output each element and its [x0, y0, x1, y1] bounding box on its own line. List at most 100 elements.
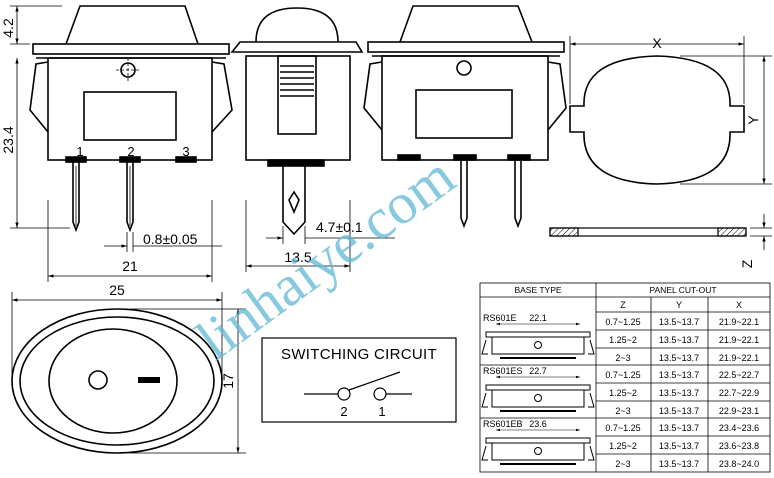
circuit-title: SWITCHING CIRCUIT	[281, 346, 437, 363]
side-terminal	[282, 166, 306, 236]
table-cell-z: 2~3	[615, 353, 630, 363]
panel-section	[549, 214, 772, 250]
rear-view	[363, 5, 567, 229]
dim-bezel-width: 25	[109, 282, 125, 298]
table-cell-z: 1.25~2	[609, 441, 637, 451]
side-view	[230, 7, 364, 236]
side-dimensions	[245, 200, 395, 272]
table-cell-y: 13.5~13.7	[659, 423, 699, 433]
table-cell-z: 2~3	[615, 406, 630, 416]
table-cell-y: 13.5~13.7	[659, 388, 699, 398]
front-view	[29, 5, 233, 233]
table-cell-z: 0.7~1.25	[605, 317, 640, 327]
bezel-dot	[88, 370, 108, 390]
table-group-width: 23.6	[529, 419, 547, 429]
base-latch	[481, 445, 488, 461]
table-col-y: Y	[676, 300, 682, 310]
table-cell-y: 13.5~13.7	[659, 335, 699, 345]
table-group-name: RS601ES	[483, 366, 523, 376]
circuit-pin-left: 2	[340, 404, 347, 419]
dim-body-width: 21	[122, 258, 138, 274]
table-header-base: BASE TYPE	[514, 285, 561, 295]
pin-2	[126, 162, 134, 233]
bezel-outer	[11, 308, 223, 454]
base-hole	[534, 341, 542, 349]
side-dome	[255, 7, 339, 43]
table-cell-y: 13.5~13.7	[659, 459, 699, 469]
dim-bezel-height: 17	[220, 373, 236, 389]
base-drawings	[481, 322, 595, 465]
base-hole	[534, 394, 542, 402]
table-group-name: RS601EB	[483, 419, 523, 429]
dim-cutout-y: Y	[745, 115, 761, 125]
table-cells: RS601E 22.1 0.7~1.25 13.5~13.7 21.9~22.1 1.25…	[483, 313, 759, 469]
table-cell-y: 13.5~13.7	[659, 441, 699, 451]
table-cell-x: 21.9~22.1	[719, 335, 759, 345]
table-group-name: RS601E	[483, 313, 517, 323]
table-header-panel: PANEL CUT-OUT	[649, 285, 716, 295]
base-latch	[588, 392, 595, 408]
front-window	[83, 91, 177, 141]
table-cell-x: 22.9~23.1	[719, 406, 759, 416]
front-dimensions	[10, 5, 222, 282]
table-group-width: 22.1	[529, 313, 547, 323]
table-cell-y: 13.5~13.7	[659, 353, 699, 363]
table-cell-z: 0.7~1.25	[605, 370, 640, 380]
table-cell-y: 13.5~13.7	[659, 406, 699, 416]
table-col-x: X	[736, 300, 742, 310]
front-flange	[32, 43, 230, 55]
cutout-shape	[569, 55, 745, 185]
bezel-bar	[138, 377, 160, 383]
table-col-z: Z	[620, 300, 626, 310]
base-hole	[534, 447, 542, 455]
dim-cutout-x: X	[652, 35, 662, 51]
base-flange	[485, 437, 591, 444]
table-cell-x: 22.5~22.7	[719, 370, 759, 380]
base-latch	[588, 339, 595, 355]
table-cell-x: 21.9~22.1	[719, 353, 759, 363]
pin-label-2: 2	[127, 144, 134, 159]
table-cell-z: 1.25~2	[609, 388, 637, 398]
rocker-cap	[65, 5, 199, 45]
cutout-view	[569, 55, 745, 185]
latch-right	[211, 61, 233, 133]
bezel-rocker	[48, 328, 178, 434]
dim-pin-width: 0.8±0.05	[143, 231, 198, 247]
dim-height-body: 23.4	[0, 126, 16, 153]
table-cell-z: 0.7~1.25	[605, 423, 640, 433]
base-flange	[485, 384, 591, 391]
dim-height-top: 4.2	[0, 18, 16, 38]
table-cell-x: 22.7~22.9	[719, 388, 759, 398]
circuit-box	[261, 337, 457, 423]
bezel-view	[11, 308, 223, 454]
dim-side-width: 13.5	[284, 249, 311, 265]
table-group-width: 22.7	[529, 366, 547, 376]
pin-label-1: 1	[76, 144, 83, 159]
dim-terminal-width: 4.7±0.1	[316, 219, 363, 235]
table-cell-x: 23.6~23.8	[719, 441, 759, 451]
base-latch	[481, 392, 488, 408]
side-flange	[230, 41, 364, 53]
base-latch	[588, 445, 595, 461]
cutout-dimensions	[569, 36, 772, 185]
table-cell-x: 23.4~23.6	[719, 423, 759, 433]
base-latch	[481, 339, 488, 355]
cutout-table	[479, 282, 771, 473]
table-cell-z: 1.25~2	[609, 335, 637, 345]
pin-label-3: 3	[182, 144, 189, 159]
table-cell-x: 21.9~22.1	[719, 317, 759, 327]
table-cell-y: 13.5~13.7	[659, 317, 699, 327]
circuit-pin-right: 1	[378, 404, 385, 419]
base-body	[491, 390, 585, 408]
table-cell-x: 23.8~24.0	[719, 459, 759, 469]
pin-1	[72, 162, 80, 233]
table-cell-z: 2~3	[615, 459, 630, 469]
base-flange	[485, 331, 591, 338]
latch-left	[29, 61, 49, 133]
base-body	[491, 443, 585, 461]
base-body	[491, 337, 585, 355]
table-cell-y: 13.5~13.7	[659, 370, 699, 380]
bezel-dimensions	[11, 292, 246, 454]
dim-panel-z: Z	[739, 259, 755, 268]
